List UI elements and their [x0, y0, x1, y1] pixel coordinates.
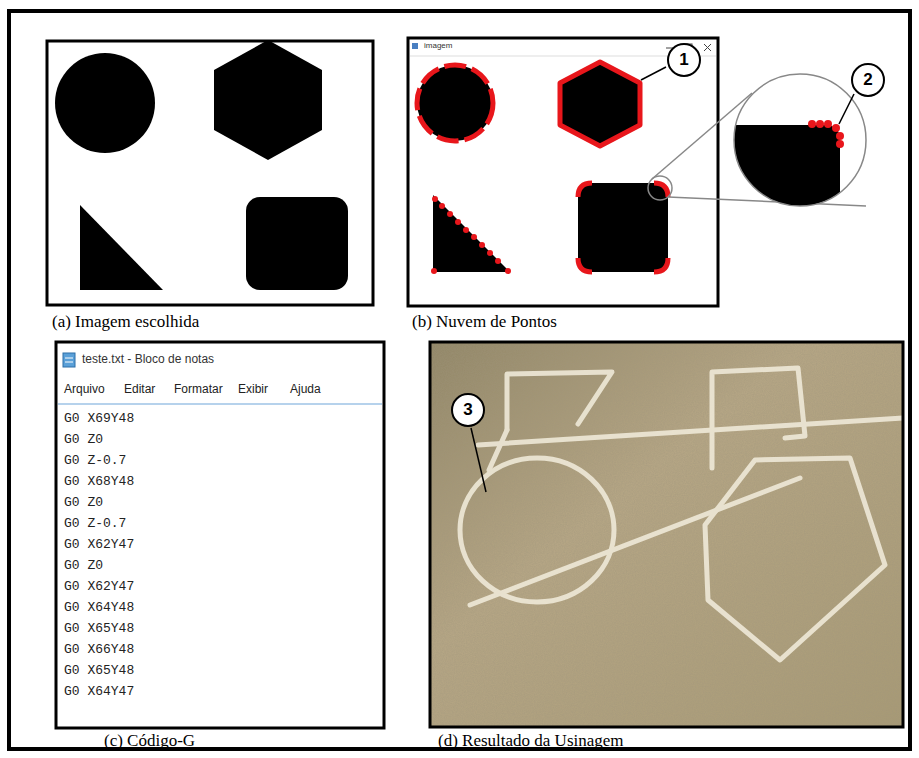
window-title: teste.txt - Bloco de notas — [82, 353, 214, 367]
menu-item: Editar — [124, 383, 155, 397]
gcode-line: G0 X62Y47 — [64, 538, 134, 553]
gcode-line: G0 X64Y47 — [64, 685, 134, 700]
menu-item: Ajuda — [290, 383, 321, 397]
panel-b — [408, 38, 866, 306]
gcode-line: G0 Z-0.7 — [64, 517, 126, 532]
callout-text: 3 — [463, 400, 472, 420]
gcode-line: G0 X66Y48 — [64, 643, 134, 658]
gcode-line: G0 X65Y48 — [64, 622, 134, 637]
callout-number: 2 — [851, 63, 885, 97]
gcode-line: G0 X65Y48 — [64, 664, 134, 679]
panel-caption: (b) Nuvem de Pontos — [412, 312, 557, 332]
gcode-line: G0 X62Y47 — [64, 580, 134, 595]
panel-caption: (d) Resultado da Usinagem — [438, 731, 624, 751]
panel-d — [430, 342, 903, 727]
panel-c — [56, 342, 384, 728]
callout-number: 3 — [451, 393, 485, 427]
panel-caption: (c) Código-G — [104, 731, 195, 751]
menu-item: Arquivo — [64, 383, 105, 397]
gcode-line: G0 Z0 — [64, 496, 103, 511]
callout-number: 1 — [667, 43, 701, 77]
gcode-line: G0 X64Y48 — [64, 601, 134, 616]
panel-caption: (a) Imagem escolhida — [52, 312, 199, 332]
gcode-line: G0 Z0 — [64, 433, 103, 448]
gcode-line: G0 X69Y48 — [64, 412, 134, 427]
gcode-line: G0 X68Y48 — [64, 475, 134, 490]
outer-frame — [9, 11, 910, 749]
callout-text: 1 — [679, 50, 688, 70]
menu-item: Formatar — [174, 383, 223, 397]
window-title: imagem — [424, 41, 452, 50]
menu-item: Exibir — [238, 383, 268, 397]
gcode-line: G0 Z-0.7 — [64, 454, 126, 469]
gcode-line: G0 Z0 — [64, 559, 103, 574]
callout-text: 2 — [863, 70, 872, 90]
panel-a — [47, 40, 373, 305]
